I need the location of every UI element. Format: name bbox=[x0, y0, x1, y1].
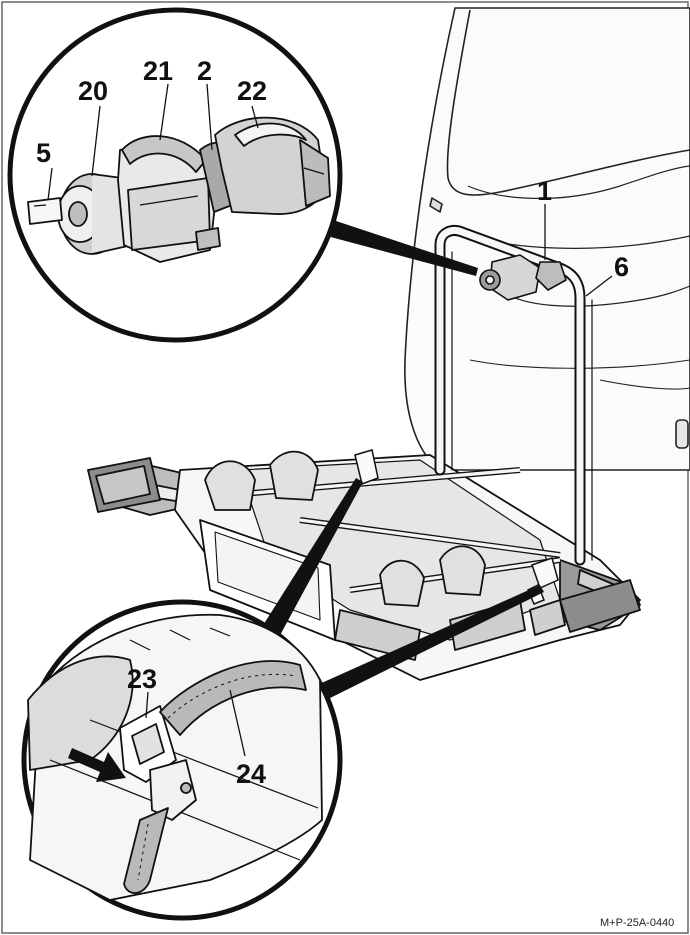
callout-labels: 5 20 21 2 22 1 6 23 24 bbox=[36, 56, 629, 789]
carrier-platform bbox=[87, 450, 641, 681]
frame-upright bbox=[434, 225, 593, 566]
callout-6: 6 bbox=[614, 252, 629, 282]
detail-strap-magnifier bbox=[21, 599, 343, 921]
callout-21: 21 bbox=[143, 56, 173, 86]
callout-23: 23 bbox=[127, 664, 157, 694]
callout-20: 20 bbox=[78, 76, 108, 106]
callout-pointers bbox=[255, 215, 544, 704]
leader-lines bbox=[47, 83, 613, 757]
detail-lock-magnifier bbox=[7, 7, 343, 343]
callout-5: 5 bbox=[36, 138, 51, 168]
callout-22: 22 bbox=[237, 76, 267, 106]
callout-1: 1 bbox=[537, 176, 552, 206]
vehicle-rear bbox=[404, 7, 690, 471]
frame-holder bbox=[479, 254, 567, 301]
callout-2: 2 bbox=[197, 56, 212, 86]
push-arrow-icon bbox=[68, 748, 126, 782]
callout-24: 24 bbox=[236, 759, 266, 789]
figure-reference-code: M+P-25A-0440 bbox=[600, 917, 674, 929]
